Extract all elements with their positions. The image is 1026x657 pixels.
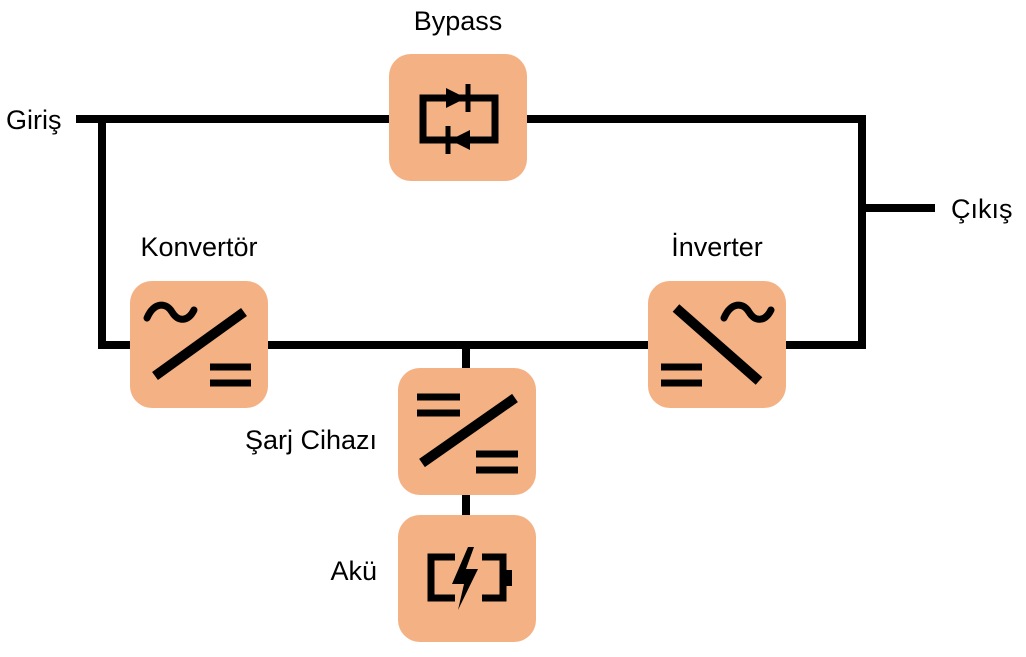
charger-label: Şarj Cihazı (245, 425, 377, 455)
bypass-switch-icon (419, 84, 499, 154)
inverter-block (648, 281, 786, 408)
input-converter-wire (98, 119, 132, 349)
dc-dc-charger-icon (417, 393, 518, 474)
battery-label: Akü (330, 556, 377, 586)
battery-charging-icon (427, 547, 512, 610)
bypass-output-wire (526, 115, 866, 349)
battery-block (398, 515, 536, 642)
bypass-label: Bypass (414, 6, 503, 36)
converter-label: Konvertör (140, 232, 257, 262)
charger-block (398, 368, 536, 495)
output-label: Çıkış (951, 194, 1013, 224)
wiring (76, 115, 935, 517)
bypass-block (389, 54, 527, 181)
inverter-label: İnverter (671, 231, 763, 262)
dc-ac-inverter-icon (661, 301, 775, 387)
ac-dc-converter-icon (143, 301, 251, 387)
converter-block (130, 281, 268, 408)
input-label: Giriş (6, 105, 62, 135)
